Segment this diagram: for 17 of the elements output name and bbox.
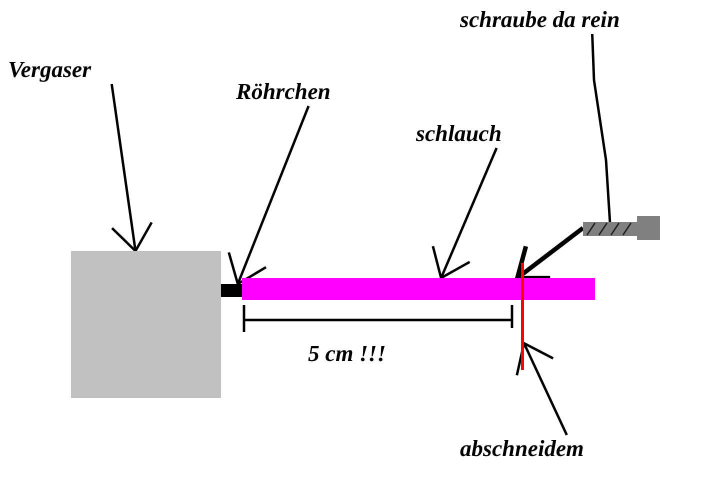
carburetor-block — [71, 251, 221, 398]
callout-label: schlauch — [416, 120, 503, 148]
cut-line — [521, 263, 524, 370]
callout-label: schraube da rein — [460, 6, 621, 34]
arrow — [432, 148, 498, 280]
arrow — [228, 106, 310, 286]
arrow — [515, 226, 584, 280]
dimension-label: 5 cm !!! — [308, 340, 386, 368]
tube-stub — [221, 284, 242, 297]
callout-label: Vergaser — [8, 56, 92, 84]
arrow — [516, 342, 568, 436]
arrow — [110, 84, 153, 252]
hose-bar — [242, 278, 595, 300]
leader-line — [591, 34, 612, 222]
callout-label: abschneidem — [460, 435, 585, 463]
callout-label: Röhrchen — [236, 78, 332, 106]
screw-drawing — [583, 216, 660, 240]
